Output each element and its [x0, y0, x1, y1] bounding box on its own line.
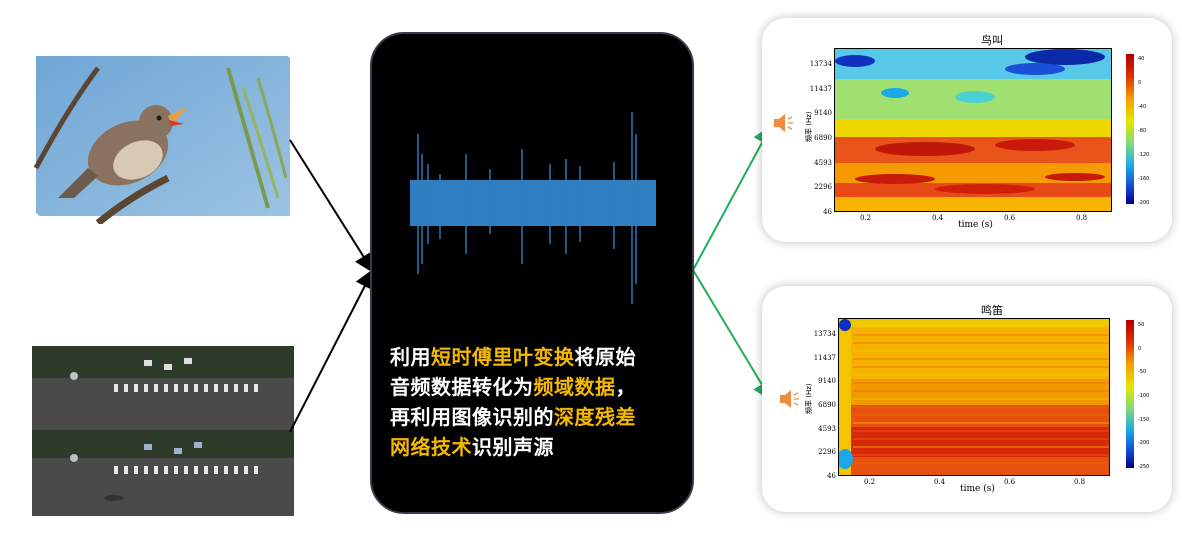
colorbar-tick-label: 0	[1138, 80, 1142, 86]
street-photo-frame	[24, 338, 300, 522]
colorbar-tick-label: 40	[1138, 56, 1145, 62]
center-panel: 利用短时傅里叶变换将原始 音频数据转化为频域数据， 再利用图像识别的深度残差 网…	[370, 32, 694, 514]
x-tick-label: 0.4	[932, 214, 944, 222]
spectrogram-blob	[835, 55, 875, 67]
text-segment: ，	[615, 375, 636, 399]
colorbar	[1126, 54, 1134, 204]
y-tick-label: 9140	[814, 109, 832, 118]
spectrogram-onset-band	[839, 319, 851, 475]
colorbar-tick-label: -160	[1138, 176, 1150, 182]
center-description: 利用短时傅里叶变换将原始 音频数据转化为频域数据， 再利用图像识别的深度残差 网…	[390, 342, 690, 462]
street-photo	[32, 346, 294, 516]
y-tick-label: 11437	[813, 353, 836, 362]
speaker-icon	[780, 390, 799, 408]
spectrogram-blob	[955, 91, 995, 103]
y-tick-label: 6890	[814, 134, 832, 142]
colorbar-tick-label: -250	[1138, 464, 1150, 470]
spectrogram-band	[839, 405, 1109, 427]
spectrogram-plot	[838, 318, 1110, 476]
colorbar-tick-label: -80	[1138, 128, 1147, 134]
text-segment: 将原始	[574, 345, 636, 369]
speaker-icon	[774, 114, 793, 132]
spectrogram-blob	[1005, 63, 1065, 75]
audio-waveform	[410, 112, 656, 304]
arrow-bird-to-center	[289, 139, 375, 274]
x-axis-label: time (s)	[960, 484, 995, 494]
y-tick-label: 13734	[813, 330, 836, 338]
highlight-resnet-b: 网络技术	[390, 435, 472, 459]
colorbar-tick-label: -50	[1138, 369, 1147, 376]
colorbar-tick-label: 0	[1138, 345, 1142, 352]
y-tick-label: 2296	[818, 448, 836, 457]
spectrogram-title: 鸣笛	[981, 304, 1003, 317]
y-tick-label: 6890	[818, 401, 836, 409]
colorbar-tick-label: -200	[1138, 200, 1150, 206]
text-segment: 音频数据转化为	[390, 375, 534, 399]
spectrogram-band	[835, 197, 1111, 211]
spectrogram-band	[835, 119, 1111, 137]
y-axis-label: 频率 (Hz)	[805, 383, 813, 414]
highlight-resnet-a: 深度残差	[554, 405, 636, 429]
text-segment: 识别声源	[472, 435, 554, 459]
arrow-center-to-bottom	[692, 269, 773, 402]
x-tick-label: 0.4	[934, 478, 946, 486]
x-tick-label: 0.2	[864, 478, 876, 486]
colorbar-tick-label: -120	[1138, 152, 1150, 158]
y-tick-label: 4593	[814, 158, 832, 167]
spectrogram-blob	[875, 142, 975, 156]
colorbar-tick-label: 50	[1138, 322, 1145, 328]
y-tick-label: 2296	[814, 183, 832, 192]
spectrogram-blob	[1025, 49, 1105, 65]
bird-photo	[33, 56, 290, 224]
spectrogram-blob	[881, 88, 909, 98]
spectrogram-blob	[855, 174, 935, 184]
spectrogram-title: 鸟叫	[981, 34, 1003, 47]
x-tick-label: 0.8	[1076, 214, 1088, 222]
y-tick-label: 9140	[818, 377, 836, 386]
spectrogram-band	[839, 319, 1109, 379]
text-segment: 再利用图像识别的	[390, 405, 554, 429]
colorbar	[1126, 320, 1134, 468]
arrow-street-to-center	[289, 268, 374, 433]
colorbar-tick-label: -40	[1138, 104, 1147, 110]
spectrogram-blob	[839, 319, 851, 331]
y-tick-label: 46	[823, 208, 832, 216]
x-tick-label: 0.8	[1074, 478, 1086, 486]
spectrogram-blob	[1045, 173, 1105, 181]
x-tick-label: 0.2	[860, 214, 872, 222]
y-tick-label: 11437	[809, 84, 832, 93]
spectrogram-blob	[995, 139, 1075, 151]
spectrogram-blob	[935, 184, 1035, 194]
colorbar-tick-label: -150	[1138, 416, 1150, 423]
spectrogram-band	[839, 427, 1109, 457]
bird-photo-frame	[28, 48, 298, 224]
spectrogram-plot	[834, 48, 1112, 212]
text-segment: 利用	[390, 345, 431, 369]
y-tick-label: 4593	[818, 424, 836, 433]
x-tick-label: 0.6	[1004, 214, 1016, 222]
spectrogram-band	[839, 319, 1109, 327]
arrow-center-to-top	[692, 124, 772, 271]
spectrogram-band	[839, 457, 1109, 475]
x-tick-label: 0.6	[1004, 478, 1016, 486]
y-tick-label: 46	[827, 472, 836, 480]
highlight-stft: 短时傅里叶变换	[431, 345, 575, 369]
highlight-freq-data: 频域数据	[533, 375, 616, 399]
spectrogram-blob	[839, 449, 853, 469]
colorbar-tick-label: -200	[1138, 440, 1150, 447]
x-axis-label: time (s)	[958, 220, 993, 230]
y-tick-label: 13734	[809, 60, 832, 68]
colorbar-tick-label: -100	[1138, 393, 1150, 399]
